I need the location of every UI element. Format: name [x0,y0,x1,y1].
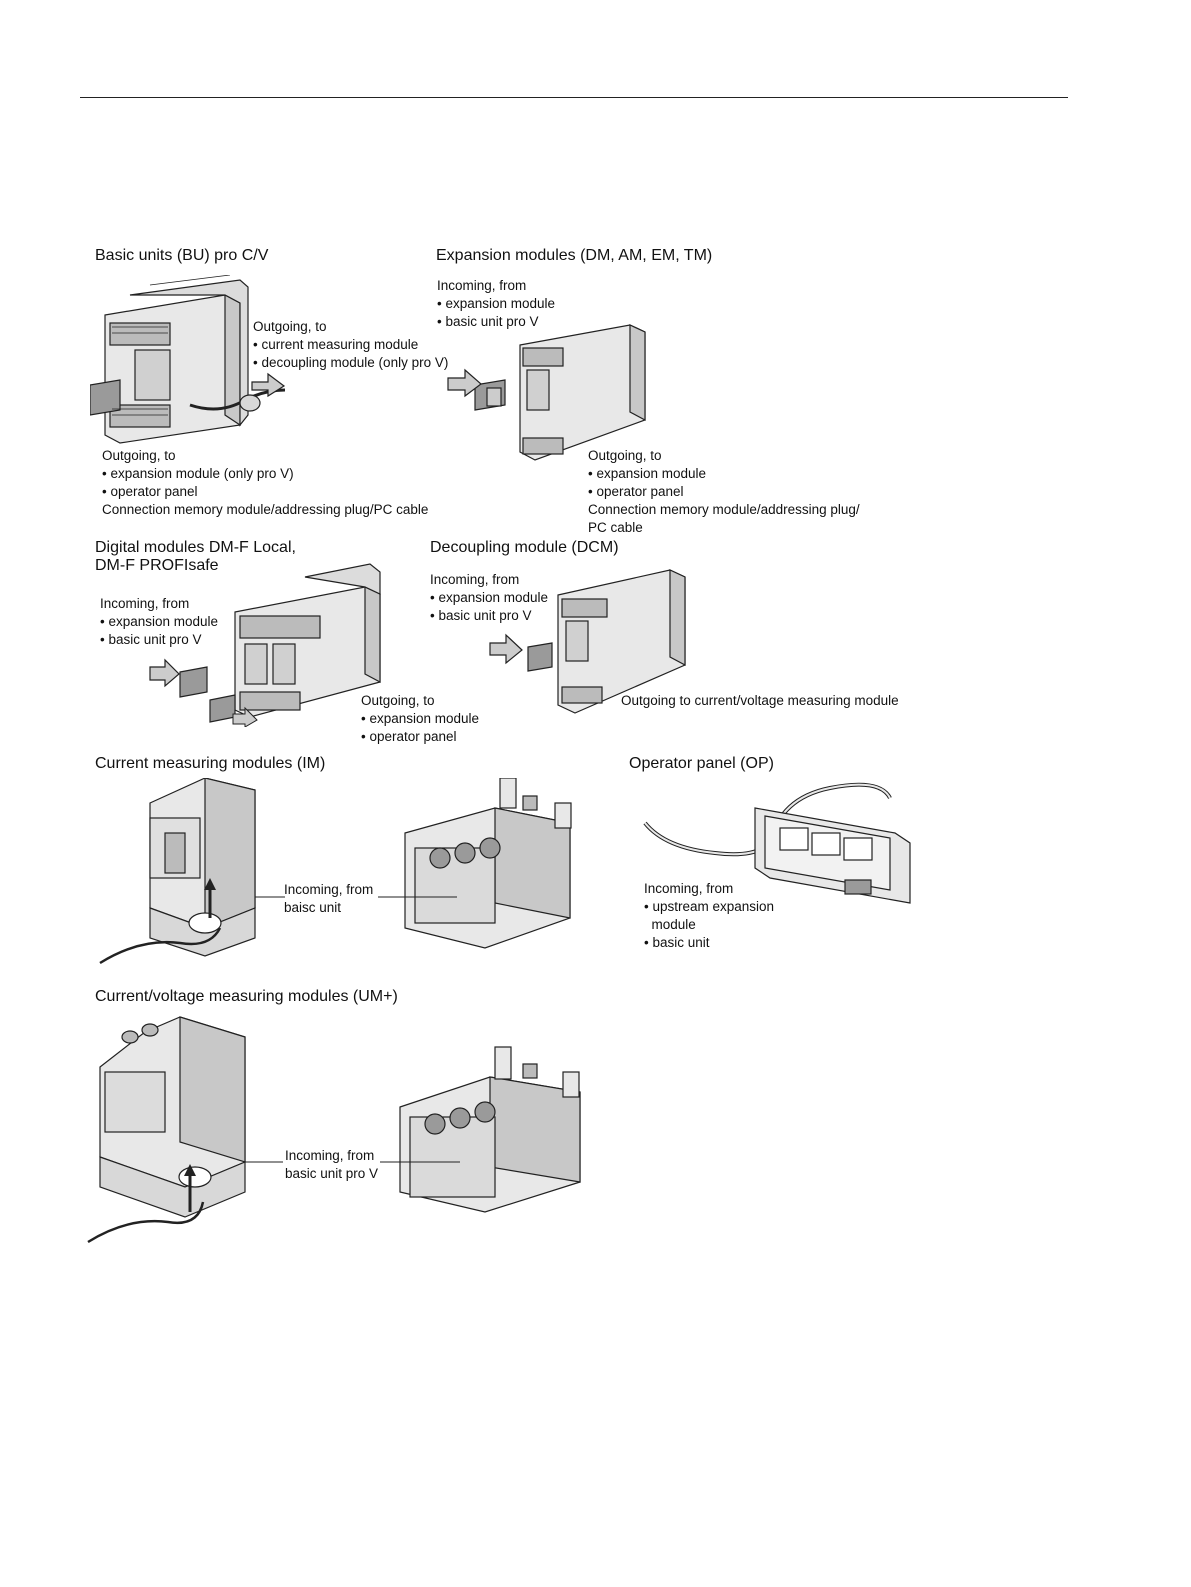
current-voltage-incoming: Incoming, from basic unit pro V [285,1148,379,1181]
current-measuring-incoming: Incoming, from baisc unit [284,882,374,915]
decoupling-module-heading: Decoupling module (DCM) [430,539,619,556]
basic-unit-illustration [90,275,286,444]
basic-units-heading: Basic units (BU) pro C/V [95,247,269,264]
decoupling-module-illustration [489,569,686,714]
digital-module-illustration [149,563,381,727]
operator-panel-heading: Operator panel (OP) [629,755,774,772]
operator-panel-illustration [643,782,911,904]
digital-modules-incoming: Incoming, from • expansion module • basi… [100,596,219,647]
expansion-modules-heading: Expansion modules (DM, AM, EM, TM) [436,247,713,264]
expansion-module-illustration [447,324,646,461]
current-measuring-heading: Current measuring modules (IM) [95,755,326,772]
current-measuring-illustration [99,778,572,965]
top-rule [80,97,1068,98]
basic-units-outgoing-right: Outgoing, to • current measuring module … [253,319,449,370]
outgoing-arrow-icon [251,372,286,398]
operator-panel-incoming: Incoming, from • upstream expansion modu… [644,881,775,950]
digital-modules-heading: Digital modules DM-F Local, DM-F PROFIsa… [95,539,296,574]
basic-units-outgoing-bottom: Outgoing, to • expansion module (only pr… [102,448,429,517]
current-voltage-heading: Current/voltage measuring modules (UM+) [95,988,398,1005]
current-voltage-illustration [87,1016,581,1244]
expansion-modules-outgoing: Outgoing, to • expansion module • operat… [588,448,860,535]
expansion-modules-incoming: Incoming, from • expansion module • basi… [437,278,556,329]
decoupling-module-incoming: Incoming, from • expansion module • basi… [430,572,549,623]
digital-modules-outgoing: Outgoing, to • expansion module • operat… [361,693,480,744]
decoupling-module-outgoing: Outgoing to current/voltage measuring mo… [621,693,899,708]
